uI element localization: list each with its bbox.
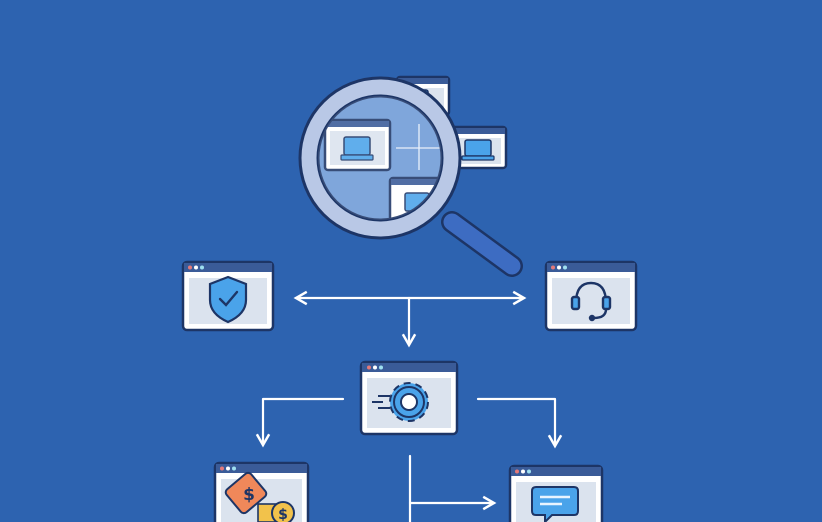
window-billing: $ $ [213,461,310,522]
chat-bubble-icon [531,486,579,522]
window-processing [359,360,459,436]
price-tag-icon: $ [224,471,268,515]
gear-icon [372,382,429,422]
window-messaging [508,464,604,522]
window-right-small [450,125,508,170]
window-security [181,260,275,332]
headset-icon [570,281,612,322]
laptop-icon [464,139,492,157]
arrow-to-messaging [476,397,563,449]
window-support [544,260,638,332]
move-crosshair-icon [396,124,440,170]
arrow-to-billing [255,397,345,448]
magnifying-glass-icon [298,76,523,277]
coin-dollar-symbol: $ [278,507,288,522]
flow-arrows [255,290,563,522]
tag-dollar-symbol: $ [243,485,255,505]
shield-check-icon [208,275,248,324]
coins-icon: $ [257,501,295,522]
